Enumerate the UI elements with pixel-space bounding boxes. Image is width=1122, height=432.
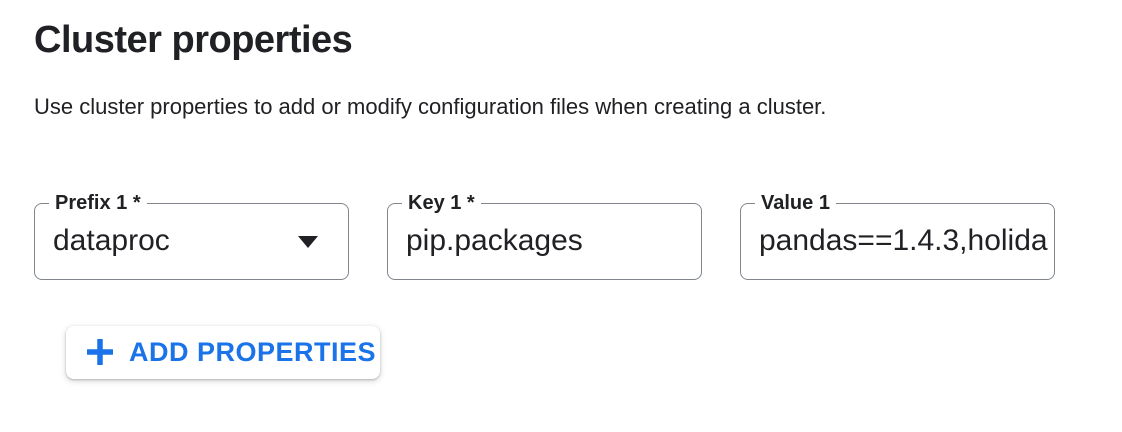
value-field-label: Value 1 bbox=[755, 191, 836, 214]
page-description: Use cluster properties to add or modify … bbox=[34, 93, 827, 119]
add-properties-button-label: ADD PROPERTIES bbox=[129, 336, 377, 367]
value-input[interactable] bbox=[741, 203, 1054, 279]
prefix-select-value: dataproc bbox=[53, 224, 170, 258]
key-field-label: Key 1 * bbox=[402, 191, 481, 214]
plus-icon bbox=[83, 335, 117, 369]
add-properties-button[interactable]: ADD PROPERTIES bbox=[66, 325, 380, 379]
page-title: Cluster properties bbox=[34, 19, 353, 61]
prefix-field: Prefix 1 * dataproc bbox=[34, 191, 349, 280]
dropdown-caret-icon bbox=[298, 236, 318, 249]
value-field: Value 1 bbox=[740, 191, 1055, 280]
property-row: Prefix 1 * dataproc Key 1 * Value 1 bbox=[34, 191, 1122, 280]
section-content: Cluster properties Use cluster propertie… bbox=[34, 19, 1122, 379]
prefix-field-label: Prefix 1 * bbox=[49, 191, 147, 214]
key-field: Key 1 * bbox=[387, 191, 702, 280]
prefix-select[interactable]: dataproc bbox=[35, 204, 348, 279]
key-input[interactable] bbox=[388, 203, 701, 279]
